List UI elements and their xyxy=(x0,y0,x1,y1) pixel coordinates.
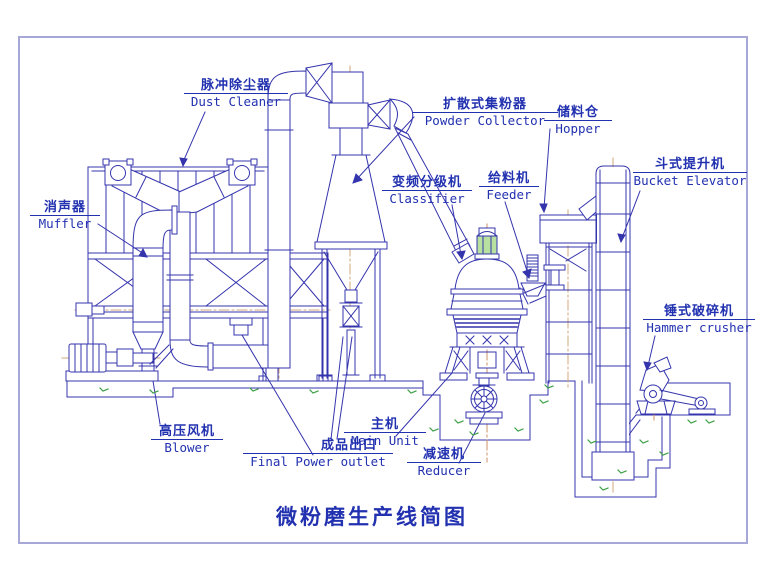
leader-lines xyxy=(97,111,656,464)
label-main-unit: 主机 Main Unit xyxy=(344,416,426,449)
label-reducer-zh: 减速机 xyxy=(407,446,481,464)
label-hopper: 储料仓 Hopper xyxy=(544,104,612,137)
main-unit-drawing xyxy=(439,227,535,381)
label-final-outlet-zh: 成品出口 xyxy=(243,437,393,455)
label-powder-collector-en: Powder Collector xyxy=(424,113,546,129)
diagram-title: 微粉磨生产线简图 xyxy=(276,505,468,529)
label-final-outlet: 成品出口 Final Power outlet xyxy=(243,437,393,470)
label-dust-cleaner-zh: 脉冲除尘器 xyxy=(184,77,288,95)
label-bucket-elevator-en: Bucket Elevator xyxy=(633,173,747,189)
label-classifier: 变频分级机 Classifier xyxy=(382,174,472,207)
label-bucket-elevator: 斗式提升机 Bucket Elevator xyxy=(633,156,747,189)
label-feeder-en: Feeder xyxy=(486,187,532,203)
label-reducer-en: Reducer xyxy=(417,463,471,479)
label-blower-en: Blower xyxy=(164,440,210,456)
label-bucket-elevator-zh: 斗式提升机 xyxy=(633,156,747,174)
label-classifier-en: Classifier xyxy=(389,191,465,207)
label-powder-collector: 扩散式集粉器 Powder Collector xyxy=(412,96,558,129)
label-hammer-crusher: 锤式破碎机 Hammer crusher xyxy=(643,303,755,336)
drawing-border xyxy=(18,36,748,544)
label-main-unit-zh: 主机 xyxy=(344,416,426,434)
dust-cleaner-ducting xyxy=(102,62,333,382)
label-muffler: 消声器 Muffler xyxy=(30,199,100,232)
label-blower-zh: 高压风机 xyxy=(151,423,223,441)
label-classifier-zh: 变频分级机 xyxy=(382,174,472,192)
muffler-drawing xyxy=(132,205,178,373)
label-powder-collector-zh: 扩散式集粉器 xyxy=(412,96,558,114)
label-reducer: 减速机 Reducer xyxy=(407,446,481,479)
hopper-feeder-drawing xyxy=(519,214,598,384)
label-hopper-zh: 储料仓 xyxy=(544,104,612,122)
label-muffler-en: Muffler xyxy=(38,216,92,232)
hammer-crusher-drawing xyxy=(636,356,716,415)
blower-drawing xyxy=(65,343,174,382)
label-main-unit-en: Main Unit xyxy=(351,433,419,449)
reducer-drawing xyxy=(465,377,503,425)
label-hammer-crusher-zh: 锤式破碎机 xyxy=(643,303,755,321)
label-muffler-zh: 消声器 xyxy=(30,199,100,217)
label-hopper-en: Hopper xyxy=(555,121,601,137)
label-blower: 高压风机 Blower xyxy=(151,423,223,456)
label-feeder: 给料机 Feeder xyxy=(479,170,539,203)
label-final-outlet-en: Final Power outlet xyxy=(250,454,386,470)
bucket-elevator-drawing xyxy=(578,165,635,481)
label-hammer-crusher-en: Hammer crusher xyxy=(646,320,752,336)
label-feeder-zh: 给料机 xyxy=(479,170,539,188)
label-dust-cleaner-en: Dust Cleaner xyxy=(190,94,282,110)
concrete-markers xyxy=(99,384,715,491)
label-dust-cleaner: 脉冲除尘器 Dust Cleaner xyxy=(184,77,288,110)
